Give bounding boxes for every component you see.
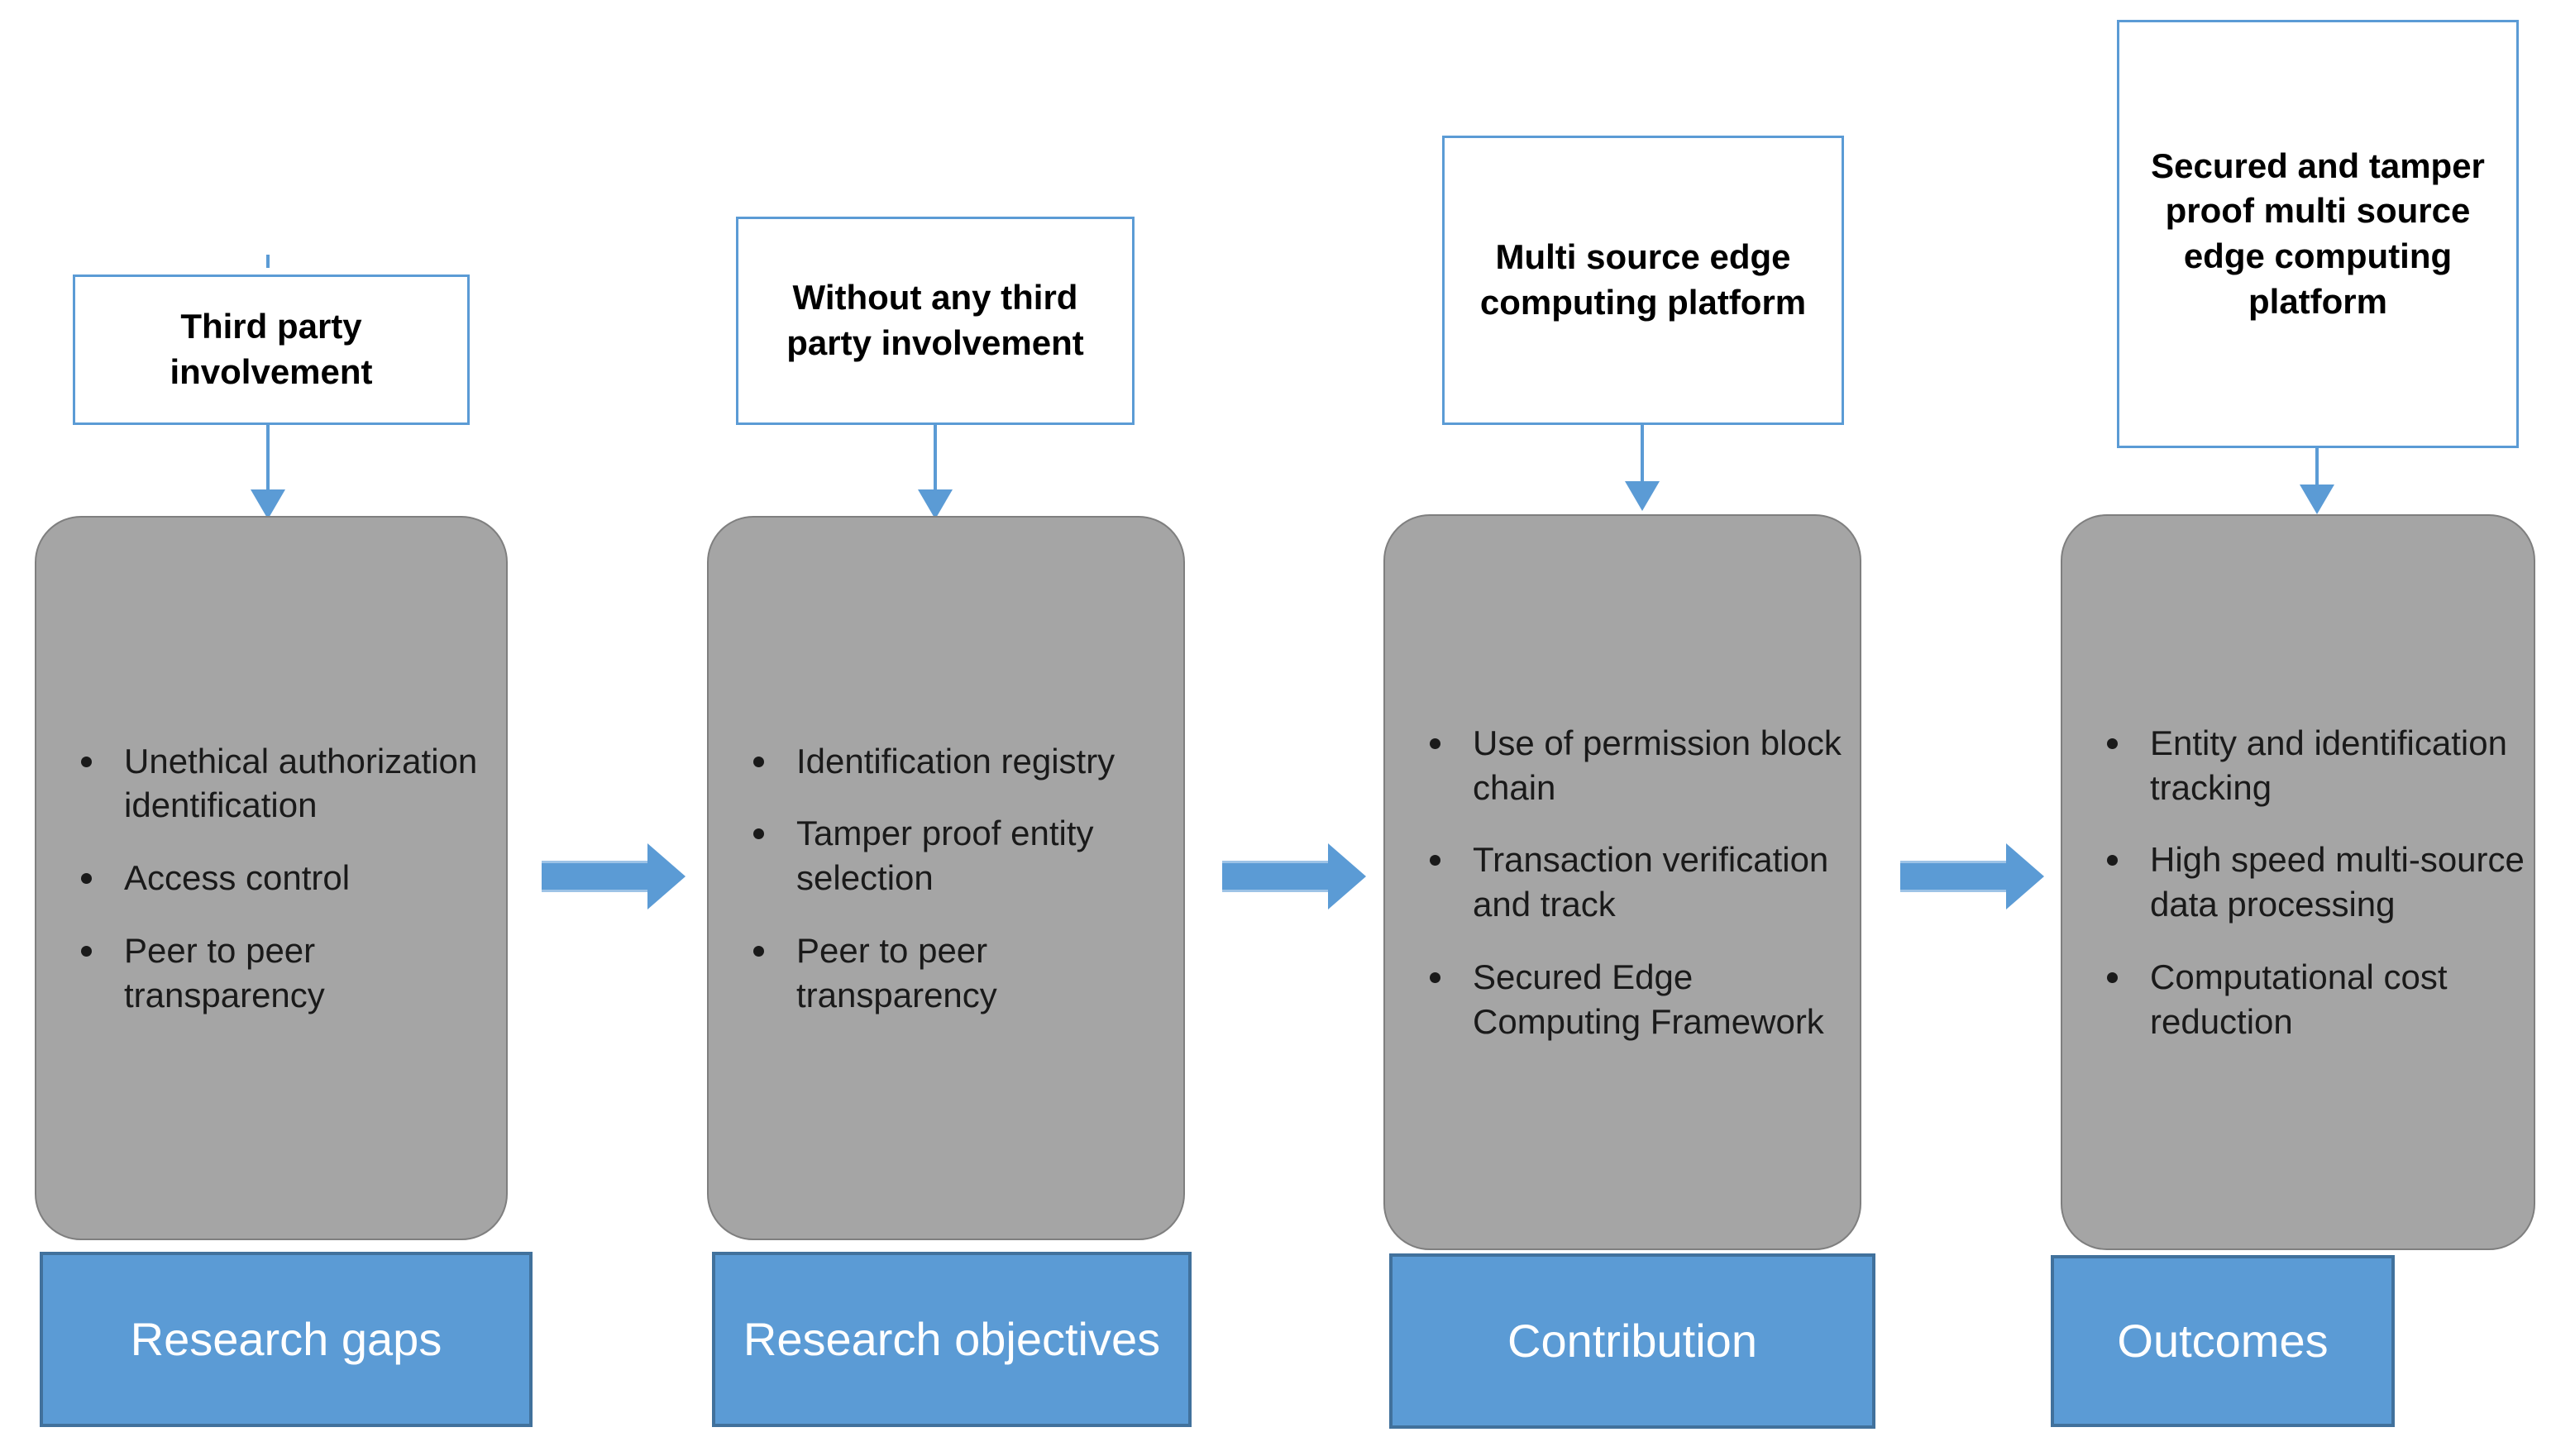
- bullet-dot-icon: [2107, 855, 2118, 866]
- footer-bar-outcomes: Outcomes: [2051, 1255, 2395, 1427]
- list-item: Use of permission block chain: [1393, 721, 1851, 810]
- list-item-label: Peer to peer transparency: [796, 930, 997, 1014]
- list-item: Access control: [45, 856, 498, 900]
- bullet-dot-icon: [753, 945, 764, 957]
- right-arrow-1-to-2: [542, 843, 687, 909]
- list-item: Transaction verification and track: [1393, 838, 1851, 927]
- bullet-dot-icon: [1430, 971, 1440, 983]
- list-item-label: Transaction verification and track: [1473, 840, 1829, 924]
- list-item: Entity and identification tracking: [2071, 721, 2525, 810]
- list-item-label: Secured Edge Computing Framework: [1473, 957, 1824, 1041]
- list-item: Tamper proof entity selection: [717, 811, 1175, 900]
- panel-research-gaps: Unethical authorization identification A…: [35, 516, 508, 1240]
- panel-outcomes: Entity and identification tracking High …: [2061, 514, 2535, 1250]
- list-item-label: Unethical authorization identification: [124, 741, 478, 825]
- bullet-dot-icon: [1430, 738, 1440, 749]
- bullet-dot-icon: [1430, 855, 1440, 866]
- panel-research-objectives: Identification registry Tamper proof ent…: [707, 516, 1185, 1240]
- list-item-label: Tamper proof entity selection: [796, 814, 1094, 898]
- footer-bar-research-objectives: Research objectives: [712, 1252, 1192, 1427]
- list-item-label: Computational cost reduction: [2150, 957, 2448, 1041]
- header-box-outcomes: Secured and tamper proof multi source ed…: [2117, 20, 2519, 448]
- bullet-list-research-objectives: Identification registry Tamper proof ent…: [717, 739, 1175, 1018]
- bullet-list-contribution: Use of permission block chain Transactio…: [1393, 721, 1851, 1044]
- header-box-research-gaps: Third party involvement: [73, 274, 470, 425]
- bullet-dot-icon: [2107, 738, 2118, 749]
- bullet-dot-icon: [81, 756, 92, 767]
- bullet-list-outcomes: Entity and identification tracking High …: [2071, 721, 2525, 1044]
- list-item-label: Use of permission block chain: [1473, 723, 1842, 807]
- list-item-label: Peer to peer transparency: [124, 930, 325, 1014]
- list-item-label: Access control: [124, 858, 351, 898]
- right-arrow-2-to-3: [1222, 843, 1368, 909]
- list-item: Identification registry: [717, 739, 1175, 784]
- header-box-research-objectives: Without any third party involvement: [736, 217, 1135, 425]
- list-item-label: Identification registry: [796, 741, 1116, 781]
- footer-bar-contribution: Contribution: [1389, 1253, 1875, 1429]
- list-item: Computational cost reduction: [2071, 955, 2525, 1044]
- list-item: High speed multi-source data processing: [2071, 838, 2525, 927]
- bullet-dot-icon: [753, 828, 764, 840]
- bullet-dot-icon: [753, 756, 764, 767]
- list-item-label: High speed multi-source data processing: [2150, 840, 2525, 924]
- right-arrow-3-to-4: [1900, 843, 2046, 909]
- header-box-contribution: Multi source edge computing platform: [1442, 136, 1844, 425]
- bullet-dot-icon: [81, 873, 92, 885]
- bullet-dot-icon: [2107, 971, 2118, 983]
- panel-contribution: Use of permission block chain Transactio…: [1383, 514, 1861, 1250]
- bullet-list-research-gaps: Unethical authorization identification A…: [45, 739, 498, 1018]
- list-item-label: Entity and identification tracking: [2150, 723, 2507, 807]
- list-item: Peer to peer transparency: [45, 928, 498, 1018]
- connector-tick-1: [266, 255, 270, 268]
- footer-bar-research-gaps: Research gaps: [40, 1252, 533, 1427]
- list-item: Unethical authorization identification: [45, 739, 498, 828]
- bullet-dot-icon: [81, 945, 92, 957]
- list-item: Peer to peer transparency: [717, 928, 1175, 1018]
- list-item: Secured Edge Computing Framework: [1393, 955, 1851, 1044]
